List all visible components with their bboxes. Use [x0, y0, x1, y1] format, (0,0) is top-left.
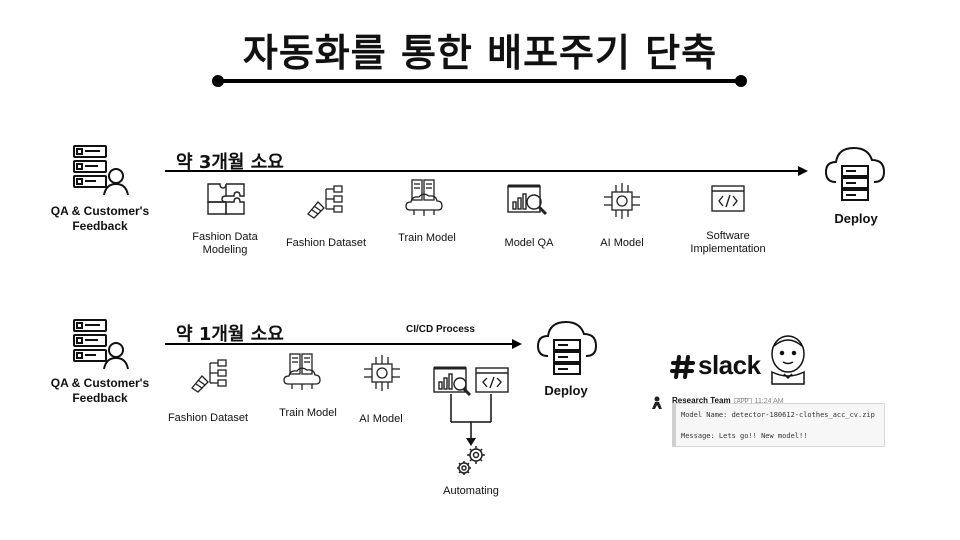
cicd-label: CI/CD Process: [406, 324, 475, 335]
dataset-icon: [307, 185, 343, 219]
deploy-cloud-server-icon: [824, 146, 886, 201]
dataset-icon: [191, 359, 227, 393]
slack-wordmark: slack: [698, 350, 761, 380]
code-window-icon: [711, 185, 745, 212]
chip-icon: [364, 355, 400, 391]
puzzle-icon: [207, 183, 245, 215]
step-label-top-3: Train Model: [398, 232, 456, 244]
step-label-bottom-3: AI Model: [359, 413, 403, 425]
jenkins-butler-icon: [771, 335, 805, 385]
app-badge: APP: [733, 398, 752, 406]
message-line: Message: Lets go!! New model!!: [681, 432, 808, 440]
deploy-label-top: Deploy: [834, 211, 878, 226]
source-label-top: QA & Customer's Feedback: [50, 204, 150, 233]
page-title: 자동화를 통한 배포주기 단축: [242, 31, 718, 75]
slack-hash-icon: [670, 355, 695, 379]
model-name-line: Model Name: detector-180612-clothes_acc_…: [681, 411, 875, 419]
server-cloud-icon: [405, 179, 443, 216]
step-label-top-5: AI Model: [600, 237, 644, 249]
code-window-icon: [475, 367, 509, 393]
feedback-checklist-icon: [73, 145, 129, 196]
chart-magnifier-icon: [433, 366, 472, 397]
chart-magnifier-icon: [507, 184, 548, 216]
step-label-top-6: Software Implementation: [690, 230, 766, 255]
step-label-top-4: Model QA: [504, 237, 554, 249]
step-label-bottom-1: Fashion Dataset: [167, 412, 249, 424]
period-label-top: 약 3개월 소요: [176, 152, 284, 173]
slack-team-name: Research Team: [672, 396, 731, 405]
chip-icon: [604, 183, 640, 219]
gears-icon: [457, 446, 485, 475]
message-time: 11:24 AM: [754, 398, 784, 405]
feedback-checklist-icon: [73, 319, 129, 370]
deploy-label-bottom: Deploy: [544, 383, 588, 398]
step-label-bottom-2: Train Model: [279, 407, 337, 419]
period-label-bottom: 약 1개월 소요: [176, 324, 284, 345]
source-label-bottom: QA & Customer's Feedback: [50, 376, 150, 405]
deploy-cloud-server-icon: [536, 320, 598, 375]
step-label-top-2: Fashion Dataset: [285, 237, 367, 249]
server-cloud-icon: [283, 353, 321, 390]
automating-label: Automating: [443, 485, 499, 497]
slack-message-attachment: Model Name: detector-180612-clothes_acc_…: [672, 403, 885, 447]
bot-avatar-icon: [652, 396, 662, 409]
step-label-top-1: Fashion Data Modeling: [192, 231, 258, 256]
